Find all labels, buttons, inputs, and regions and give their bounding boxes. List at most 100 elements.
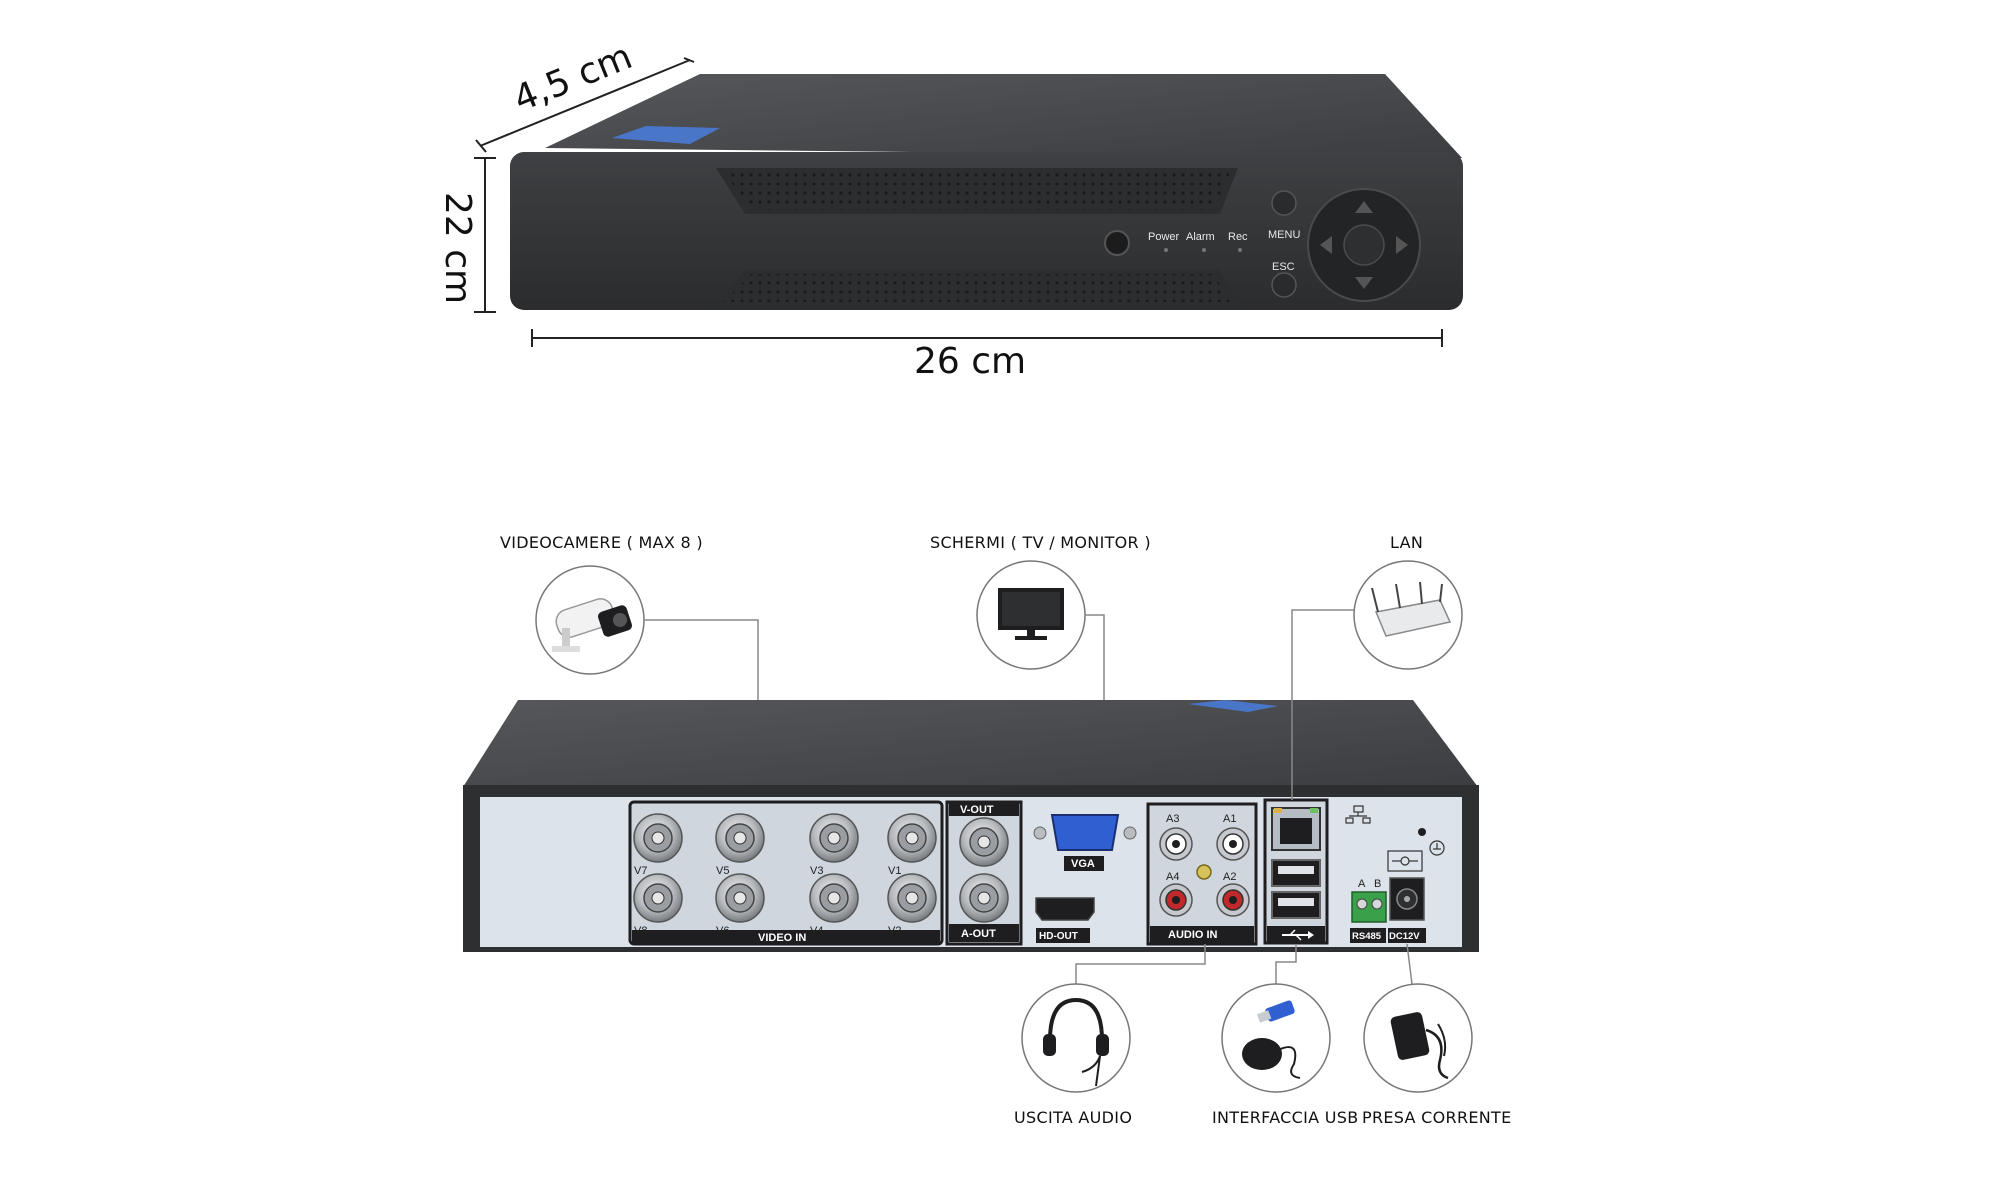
callout-usb-circle	[1221, 983, 1331, 1093]
bnc-label-v2: V2	[888, 925, 901, 937]
power-adapter-icon	[1390, 1012, 1449, 1080]
right-arrow-icon[interactable]	[1396, 236, 1408, 254]
vga-label-box	[1064, 856, 1104, 871]
rca-label-a1: A1	[1223, 813, 1236, 825]
left-arrow-icon[interactable]	[1320, 236, 1332, 254]
aout-strip	[949, 924, 1019, 942]
width-label: 26 cm	[914, 341, 1026, 382]
callout-lan-label: LAN	[1390, 533, 1423, 552]
device-top-surface	[545, 74, 1462, 158]
audio-in-strip	[1150, 926, 1254, 943]
rs485-terminal[interactable]	[1351, 891, 1387, 923]
callout-screens-label: SCHERMI ( TV / MONITOR )	[930, 533, 1151, 552]
router-icon	[1371, 581, 1452, 637]
rca-label-a3: A3	[1166, 813, 1179, 825]
dc-polarity-icon	[1387, 850, 1423, 872]
camera-icon	[552, 598, 632, 652]
rs485-label-box	[1350, 928, 1386, 943]
bnc-v2[interactable]: V2	[887, 873, 937, 937]
callout-screens: SCHERMI ( TV / MONITOR )	[930, 533, 1151, 700]
front-vent-lower-holes	[724, 274, 1230, 302]
top-sticker	[612, 126, 720, 144]
rca-a2[interactable]: A2	[1216, 871, 1250, 917]
bnc-v6[interactable]: V6	[715, 873, 765, 937]
callout-power-line	[1406, 943, 1413, 985]
rca-label-a4: A4	[1166, 871, 1179, 883]
callout-audio-out: USCITA AUDIO	[1014, 944, 1206, 1127]
audio-block-screw	[1196, 864, 1212, 880]
bnc-label-v8: V8	[634, 925, 647, 937]
front-device: Power Alarm Rec MENU ESC	[510, 74, 1463, 310]
callout-cameras-label: VIDEOCAMERE ( MAX 8 )	[500, 533, 703, 552]
bnc-v1[interactable]: V1	[887, 813, 937, 877]
usb-port-1-tongue	[1278, 866, 1314, 874]
callout-cameras-line	[644, 619, 759, 700]
dc-label-box	[1388, 928, 1426, 943]
rs485-label: RS485	[1352, 931, 1382, 942]
rear-top-surface	[463, 700, 1478, 787]
callout-usb-line	[1275, 944, 1297, 984]
aout-label: A-OUT	[961, 928, 996, 940]
rs485-pin-b: B	[1374, 878, 1381, 890]
callout-usb-label: INTERFACCIA USB	[1212, 1108, 1359, 1127]
up-arrow-icon[interactable]	[1355, 201, 1373, 213]
network-icon	[1345, 805, 1371, 824]
ir-sensor	[1104, 230, 1130, 256]
rca-a1[interactable]: A1	[1216, 813, 1250, 861]
vga-label: VGA	[1071, 858, 1095, 870]
rs485-pin-a: A	[1358, 878, 1366, 890]
bnc-v4[interactable]: V4	[809, 873, 859, 937]
bnc-v8[interactable]: V8	[633, 873, 683, 937]
callout-lan-line	[1291, 609, 1354, 800]
height-label: 22 cm	[437, 192, 478, 304]
rca-a3[interactable]: A3	[1159, 813, 1193, 861]
bnc-label-v6: V6	[716, 925, 729, 937]
esc-button[interactable]	[1271, 272, 1297, 298]
vga-port[interactable]	[1033, 814, 1137, 851]
callout-power-label: PRESA CORRENTE	[1362, 1108, 1512, 1127]
hdout-label-box	[1036, 928, 1090, 943]
callout-lan: LAN	[1291, 533, 1463, 800]
lan-port[interactable]	[1271, 807, 1321, 851]
audio-in-label: AUDIO IN	[1168, 929, 1218, 941]
down-arrow-icon[interactable]	[1355, 277, 1373, 289]
bnc-label-v7: V7	[634, 865, 647, 877]
bnc-aout[interactable]	[959, 873, 1009, 923]
indicator-power-label: Power	[1148, 231, 1180, 243]
bnc-v3[interactable]: V3	[809, 813, 859, 877]
indicator-rec-led	[1238, 248, 1242, 252]
rca-a4[interactable]: A4	[1159, 871, 1193, 917]
video-in-label: VIDEO IN	[758, 932, 806, 944]
indicator-alarm-label: Alarm	[1186, 231, 1215, 243]
callout-usb: INTERFACCIA USB	[1212, 944, 1359, 1127]
menu-button[interactable]	[1271, 190, 1297, 216]
ground-icon	[1429, 840, 1445, 856]
dc-power-jack[interactable]	[1389, 877, 1425, 921]
bnc-v5[interactable]: V5	[715, 813, 765, 877]
esc-label: ESC	[1272, 261, 1295, 273]
hdout-label: HD-OUT	[1039, 931, 1078, 942]
bnc-label-v3: V3	[810, 865, 823, 877]
vout-strip	[949, 803, 1019, 816]
callout-cameras: VIDEOCAMERE ( MAX 8 )	[500, 533, 759, 700]
dimension-height: 22 cm	[437, 157, 496, 313]
usb-icon	[1282, 929, 1314, 941]
rca-label-a2: A2	[1223, 871, 1236, 883]
hdmi-port[interactable]	[1035, 897, 1095, 921]
bnc-v7[interactable]: V7	[633, 813, 683, 877]
menu-label: MENU	[1268, 229, 1300, 241]
front-vent-upper-holes	[724, 172, 1230, 210]
bnc-vout[interactable]	[959, 817, 1009, 867]
indicator-power-led	[1164, 248, 1168, 252]
callout-audio-circle	[1021, 983, 1131, 1093]
video-in-strip	[632, 930, 940, 944]
usb-dongle-icon	[1242, 1000, 1301, 1079]
rear-top-sticker	[1188, 700, 1278, 712]
headset-icon	[1043, 997, 1109, 1087]
callout-power: PRESA CORRENTE	[1362, 943, 1512, 1127]
navigation-dpad[interactable]	[1307, 188, 1421, 302]
callout-audio-line	[1075, 944, 1206, 984]
dimension-width: 26 cm	[531, 329, 1443, 382]
